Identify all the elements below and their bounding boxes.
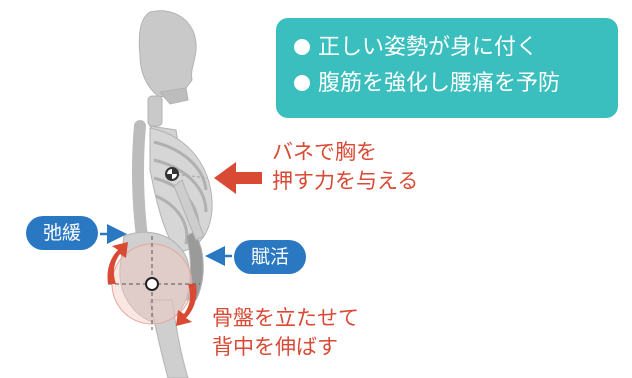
push-arrow-icon [214,162,262,194]
benefit-text: 正しい姿勢が身に付く [318,35,539,60]
benefit-item: 正しい姿勢が身に付く [294,30,618,66]
benefit-item: 腹筋を強化し腰痛を予防 [294,66,618,102]
relaxed-label: 弛緩 [26,216,98,250]
pelvis-label-line: 背中を伸ばす [212,335,338,359]
chest-label: バネで胸を 押す力を与える [272,138,418,196]
activated-label: 賦活 [234,240,306,274]
benefit-text: 腹筋を強化し腰痛を予防 [318,71,561,96]
chest-label-line: 押す力を与える [272,169,419,193]
bullet-icon [294,39,310,55]
chest-label-line: バネで胸を [272,140,377,164]
skeleton-figure-icon [119,10,213,378]
pelvis-label: 骨盤を立たせて 背中を伸ばす [212,304,359,362]
pelvis-pivot-icon [145,277,159,291]
pelvis-label-line: 骨盤を立たせて [212,306,359,330]
rotation-arrow-icon [176,284,197,326]
benefits-box: 正しい姿勢が身に付く 腹筋を強化し腰痛を予防 [276,18,618,118]
bullet-icon [294,75,310,91]
rotation-arrow-icon [107,242,128,284]
